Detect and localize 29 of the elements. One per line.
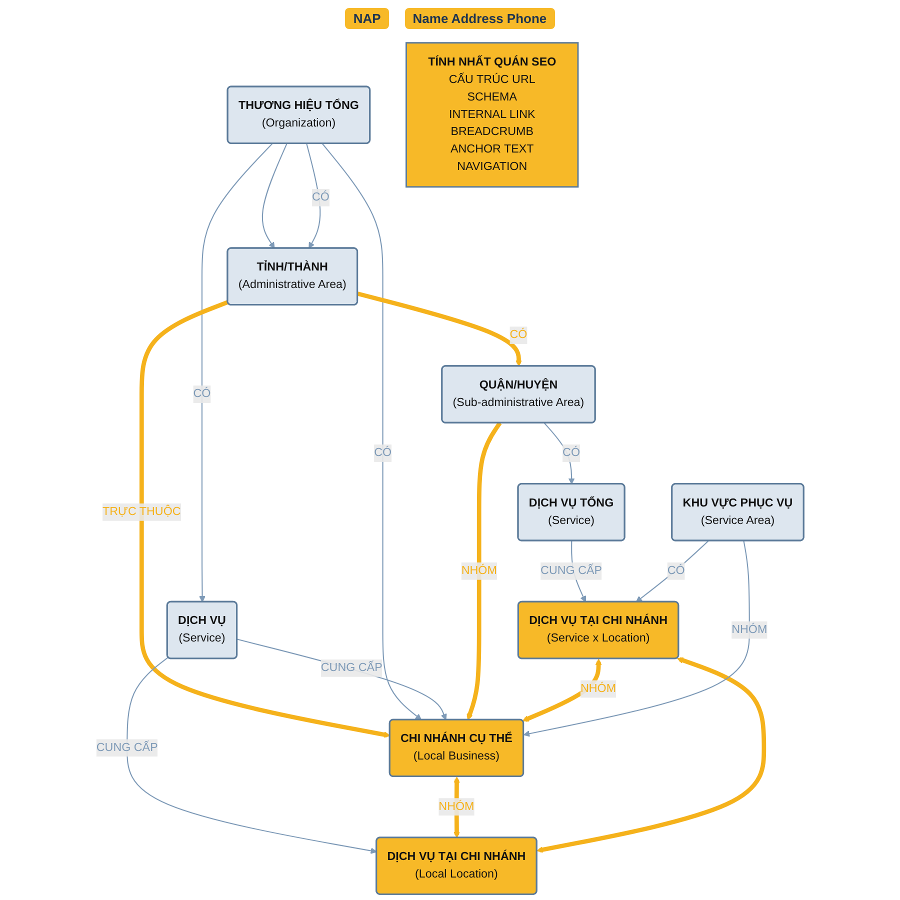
edge-label: TRỰC THUỘC [102, 506, 181, 518]
edge-label: NHÓM [732, 623, 768, 636]
edge-label: CÓ [667, 564, 685, 577]
edge-label: CÓ [510, 328, 528, 342]
edge-label: CÓ [374, 446, 392, 460]
arrow [199, 143, 273, 602]
edge-label: CÓ [562, 446, 580, 460]
edge-label: NHÓM [580, 682, 616, 695]
icon-text: NAP [345, 8, 389, 29]
arrow [237, 638, 447, 720]
arrow [536, 657, 766, 853]
arrow [544, 422, 575, 484]
edge-label: CUNG CẤP [540, 564, 602, 577]
edge-label: CUNG CẤP [96, 741, 158, 754]
arrow [357, 292, 522, 367]
edge-label: NHÓM [438, 800, 474, 813]
arrow [322, 143, 422, 720]
arrow [636, 540, 709, 602]
edge-label: CÓ [312, 191, 330, 204]
arrow [139, 300, 390, 738]
edge-label: CÓ [193, 388, 211, 400]
arrow [126, 656, 377, 854]
arrow [262, 143, 288, 249]
edge-label: NHÓM [461, 564, 497, 577]
icon-text: Name Address Phone [404, 8, 555, 29]
arrow [466, 422, 502, 720]
node-box: TÍNH NHẤT QUÁN SEO CẤU TRÚC URL SCHEMA INTERNAL LINK BREADCRUMB ANCHOR TEXT NAVIGATION [406, 42, 579, 188]
edge-label: CUNG CẤP [320, 662, 382, 674]
arrow [306, 143, 321, 249]
